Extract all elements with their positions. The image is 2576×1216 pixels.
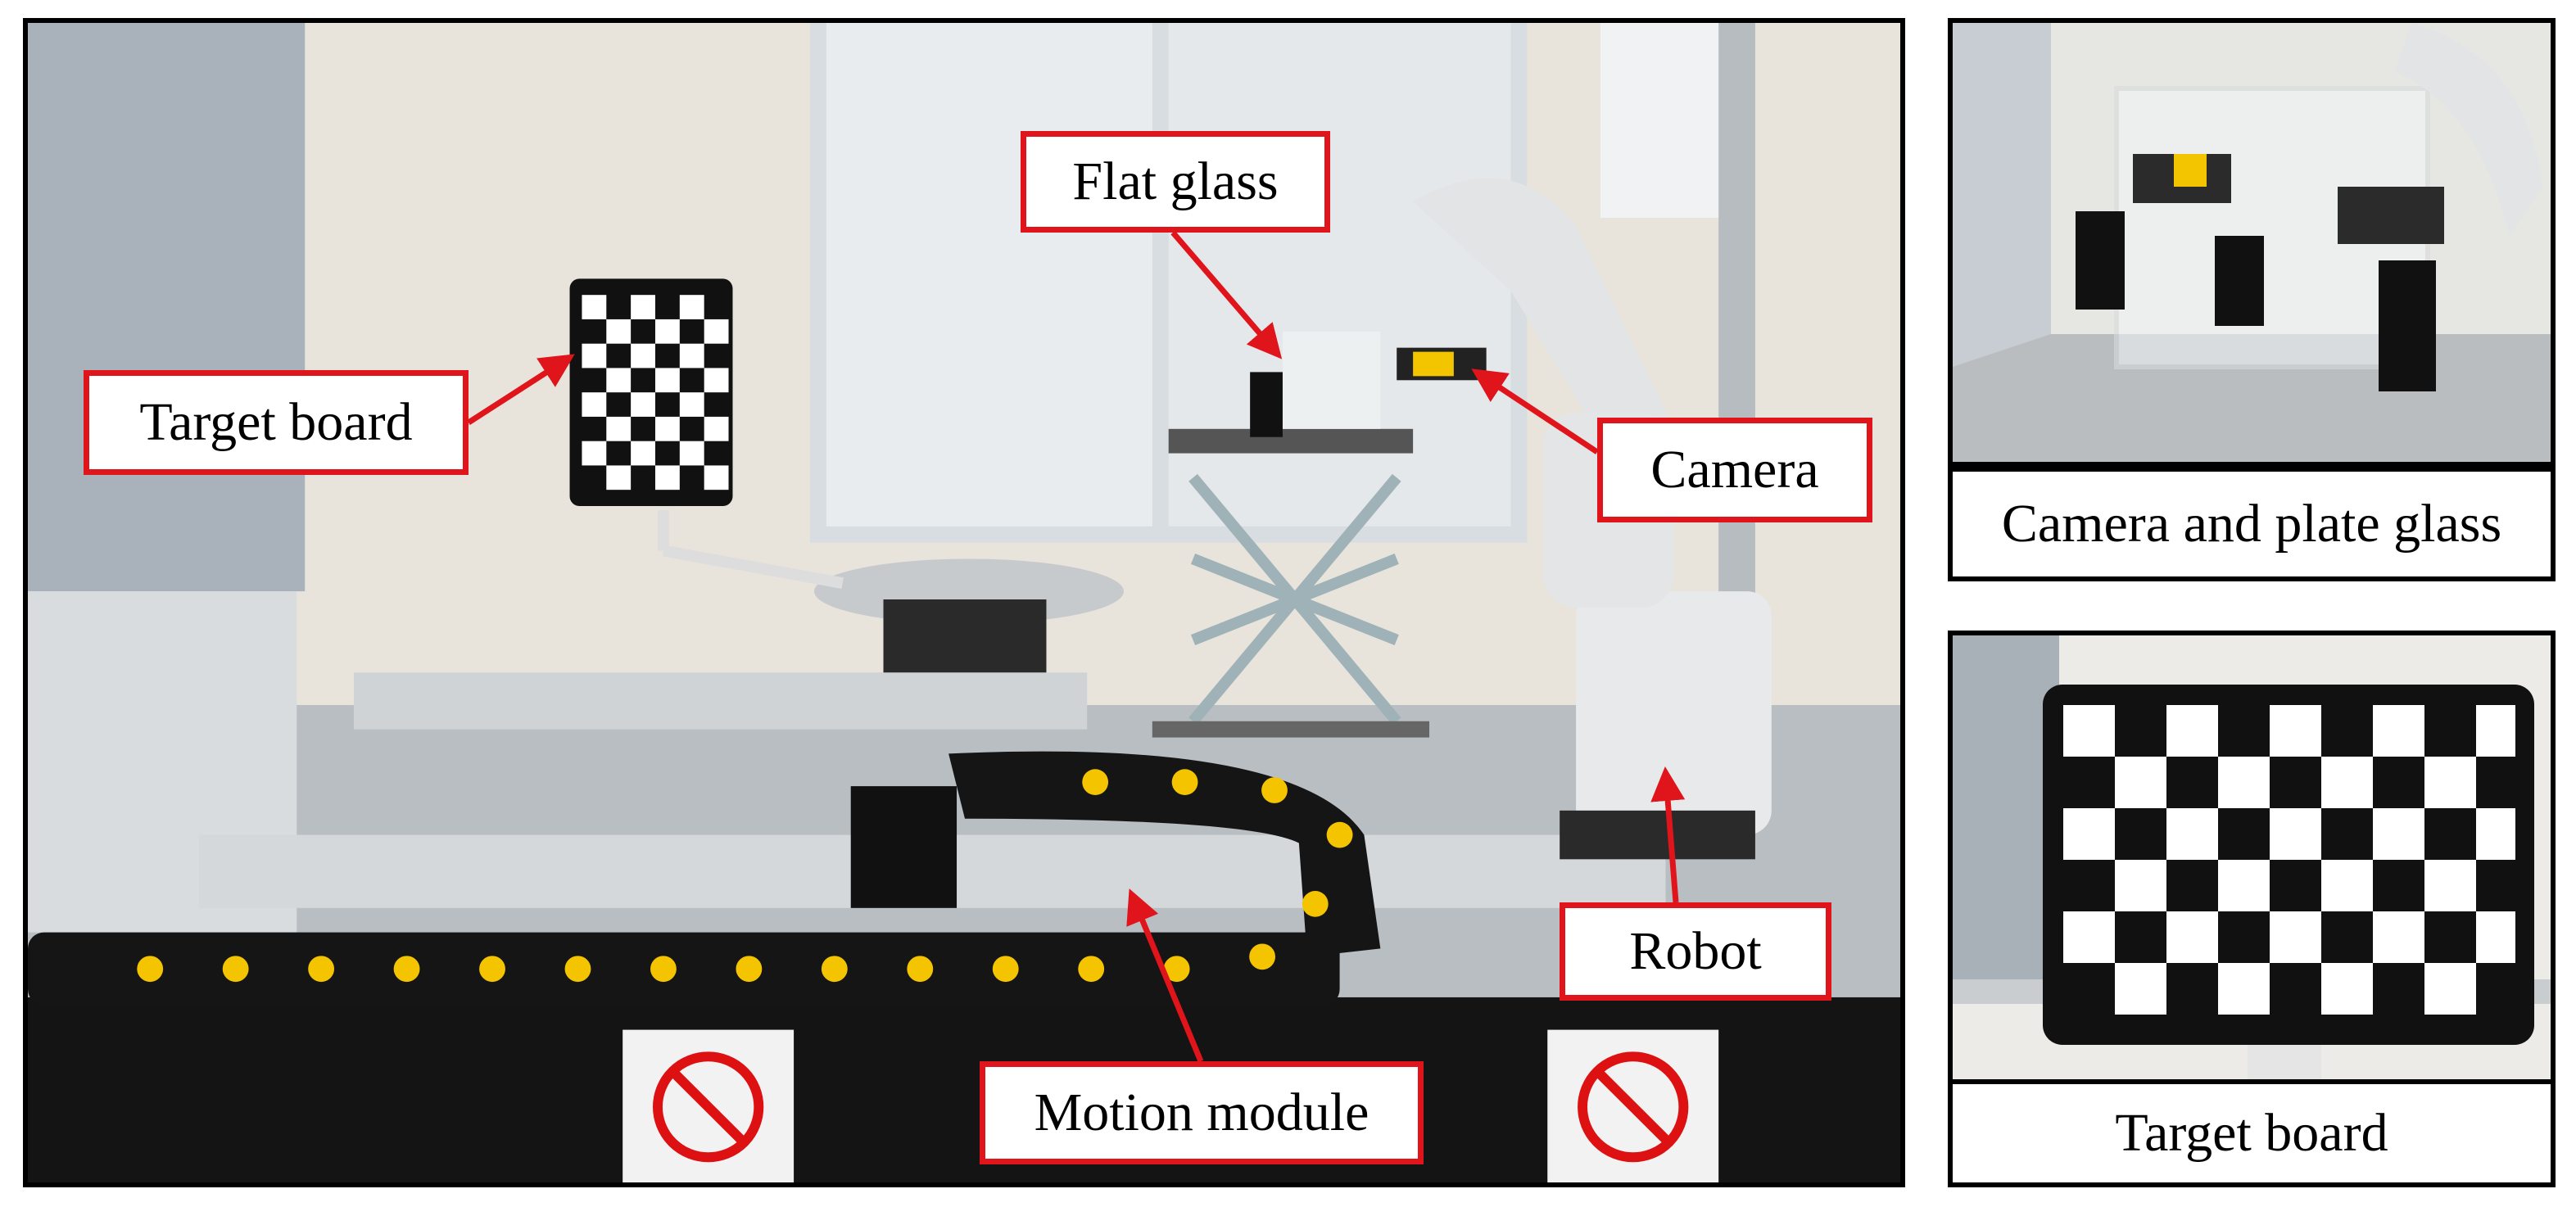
scissor-lift: [1152, 331, 1487, 738]
label-target-board-text: Target board: [139, 392, 413, 452]
label-camera: Camera: [1597, 418, 1872, 522]
lab-scene-illustration: [28, 23, 1900, 1182]
caption-bottom-text: Target board: [2115, 1103, 2388, 1163]
camera-glass-photo-panel: [1948, 18, 2556, 467]
label-motion-module: Motion module: [980, 1061, 1424, 1164]
label-robot-text: Robot: [1629, 921, 1762, 981]
label-flat-glass-text: Flat glass: [1072, 151, 1279, 211]
checkerboard-target: [569, 278, 844, 590]
drag-chain: [28, 751, 1381, 1006]
camera-closeup-illustration: [1953, 23, 2551, 462]
caption-target-board: Target board: [1948, 1079, 2556, 1187]
label-target-board: Target board: [84, 370, 469, 475]
label-motion-module-text: Motion module: [1034, 1083, 1369, 1142]
target-board-photo-panel: [1948, 631, 2556, 1084]
label-robot: Robot: [1560, 902, 1831, 1001]
main-photo-panel: [23, 18, 1905, 1187]
caption-camera-and-plate-glass: Camera and plate glass: [1948, 467, 2556, 581]
caption-top-text: Camera and plate glass: [2001, 494, 2502, 554]
label-camera-text: Camera: [1650, 440, 1819, 500]
label-flat-glass: Flat glass: [1021, 131, 1330, 233]
target-board-closeup-illustration: [1953, 635, 2551, 1079]
